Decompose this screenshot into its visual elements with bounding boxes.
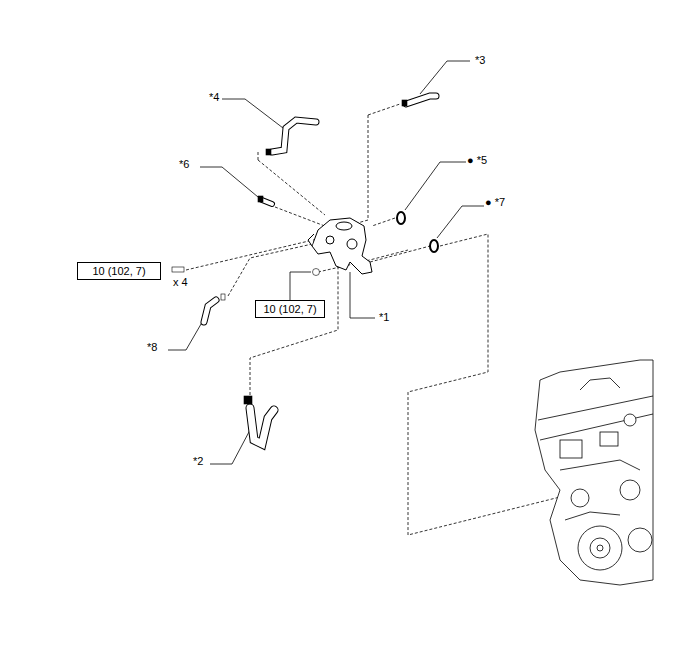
torque-value: 10 (102, 7) [263,303,316,315]
torque-box: 10 (102, 7) [77,262,161,280]
callout-number: ● *7 [484,196,506,209]
callout-number: *1 [378,311,390,324]
callout-number: x 4 [172,276,189,289]
callout-number: *4 [208,91,220,104]
torque-value: 10 (102, 7) [92,265,145,277]
callout-number: *8 [146,341,158,354]
callout-number: *2 [192,455,204,468]
callout-number: ● *5 [466,154,488,167]
callout-number: *3 [474,54,486,67]
torque-box: 10 (102, 7) [255,300,325,318]
callout-number: *6 [178,158,190,171]
